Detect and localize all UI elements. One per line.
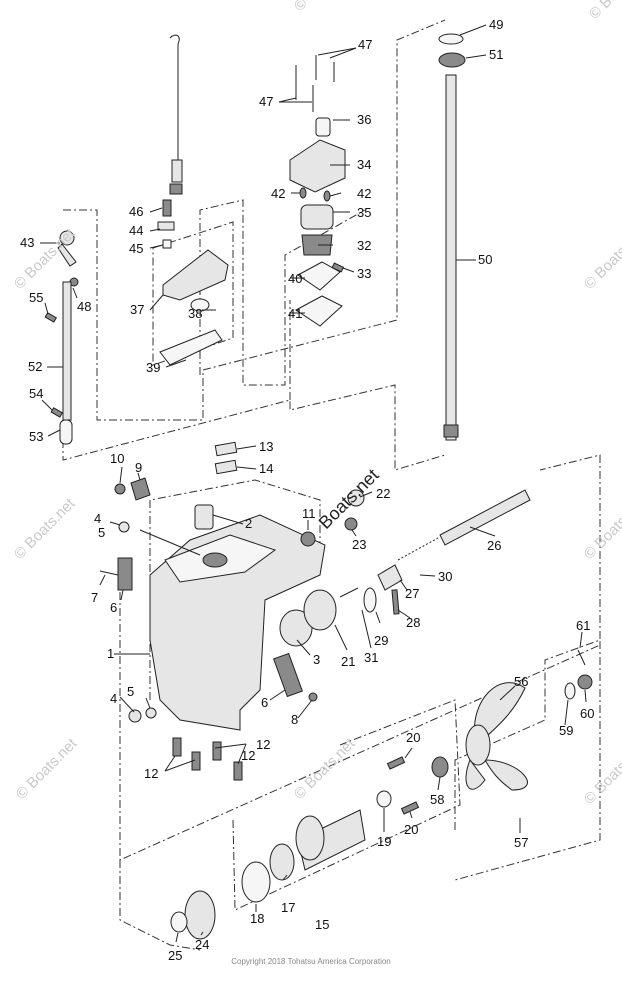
callout-8: 8 <box>291 712 298 727</box>
callout-55: 55 <box>29 290 43 305</box>
callout-60: 60 <box>580 706 594 721</box>
callout-6: 6 <box>110 600 117 615</box>
callout-3: 3 <box>313 652 320 667</box>
callout-4: 4 <box>94 511 101 526</box>
callout-12: 12 <box>241 748 255 763</box>
part-bolts-12 <box>172 737 243 781</box>
svg-text:© Boats.net: © Boats.net <box>586 0 622 23</box>
callout-24: 24 <box>195 937 209 952</box>
callout-25: 25 <box>168 948 182 963</box>
svg-text:© Boats.net: © Boats.net <box>581 225 622 293</box>
callout-20: 20 <box>406 730 420 745</box>
callout-46: 46 <box>129 204 143 219</box>
part-gear-case <box>99 477 326 731</box>
callout-56: 56 <box>514 674 528 689</box>
callout-42: 42 <box>271 186 285 201</box>
group-outlines <box>62 19 601 951</box>
callout-4: 4 <box>110 691 117 706</box>
svg-text:© Boats.net: © Boats.net <box>291 0 359 15</box>
callout-19: 19 <box>377 834 391 849</box>
callout-20: 20 <box>404 822 418 837</box>
callout-33: 33 <box>357 266 371 281</box>
part-pinion-and-propshaft <box>279 489 531 647</box>
callout-40: 40 <box>288 271 302 286</box>
part-bearing-housing <box>241 756 420 903</box>
callout-6: 6 <box>261 695 268 710</box>
callout-57: 57 <box>514 835 528 850</box>
callout-13: 13 <box>259 439 273 454</box>
callout-41: 41 <box>288 306 302 321</box>
callout-32: 32 <box>357 238 371 253</box>
svg-text:© Boats.net: © Boats.net <box>11 495 79 563</box>
part-shift-rod-upper <box>169 34 183 195</box>
callout-54: 54 <box>29 386 43 401</box>
callout-23: 23 <box>352 537 366 552</box>
callout-12: 12 <box>144 766 158 781</box>
callout-27: 27 <box>405 586 419 601</box>
callout-59: 59 <box>559 723 573 738</box>
callout-36: 36 <box>357 112 371 127</box>
callout-58: 58 <box>430 792 444 807</box>
callout-28: 28 <box>406 615 420 630</box>
callout-43: 43 <box>20 235 34 250</box>
callout-1: 1 <box>107 646 114 661</box>
part-keys <box>214 441 238 475</box>
callout-34: 34 <box>357 157 371 172</box>
callout-49: 49 <box>489 17 503 32</box>
callout-9: 9 <box>135 460 142 475</box>
callout-42: 42 <box>357 186 371 201</box>
callout-47: 47 <box>358 37 372 52</box>
callout-47: 47 <box>259 94 273 109</box>
callout-53: 53 <box>29 429 43 444</box>
callout-51: 51 <box>489 47 503 62</box>
svg-text:© Boats.net: © Boats.net <box>291 735 359 803</box>
callout-17: 17 <box>281 900 295 915</box>
callout-22: 22 <box>376 486 390 501</box>
callout-44: 44 <box>129 223 143 238</box>
callout-labels: 1 2 3 4 4 5 5 6 6 7 8 9 10 11 12 12 12 1… <box>20 17 594 963</box>
callout-18: 18 <box>250 911 264 926</box>
callout-2: 2 <box>245 516 252 531</box>
callout-45: 45 <box>129 241 143 256</box>
callout-61: 61 <box>576 618 590 633</box>
svg-text:© Boats.net: © Boats.net <box>13 735 81 803</box>
callout-5: 5 <box>98 525 105 540</box>
callout-31: 31 <box>364 650 378 665</box>
callout-11: 11 <box>302 506 316 521</box>
callout-52: 52 <box>28 359 42 374</box>
callout-50: 50 <box>478 252 492 267</box>
callout-7: 7 <box>91 590 98 605</box>
part-water-pump <box>289 55 346 327</box>
callout-35: 35 <box>357 205 371 220</box>
callout-14: 14 <box>259 461 273 476</box>
callout-39: 39 <box>146 360 160 375</box>
callout-37: 37 <box>130 302 144 317</box>
part-shift-lever <box>57 230 79 287</box>
svg-text:© Boats.net: © Boats.net <box>581 740 622 808</box>
callout-38: 38 <box>188 306 202 321</box>
part-forward-gear <box>170 890 216 940</box>
callout-30: 30 <box>438 569 452 584</box>
part-shift-guide <box>157 199 229 366</box>
callout-26: 26 <box>487 538 501 553</box>
callout-21: 21 <box>341 654 355 669</box>
part-drive-shaft <box>438 33 466 441</box>
callout-10: 10 <box>110 451 124 466</box>
callout-48: 48 <box>77 299 91 314</box>
leader-lines <box>40 24 587 943</box>
part-propeller <box>431 649 593 791</box>
callout-29: 29 <box>374 633 388 648</box>
svg-text:© Boats.net: © Boats.net <box>581 495 622 563</box>
callout-12: 12 <box>256 737 270 752</box>
copyright-text: Copyright 2018 Tohatsu America Corporati… <box>231 957 391 966</box>
callout-5: 5 <box>127 684 134 699</box>
part-shift-rod <box>44 281 73 445</box>
callout-15: 15 <box>315 917 329 932</box>
